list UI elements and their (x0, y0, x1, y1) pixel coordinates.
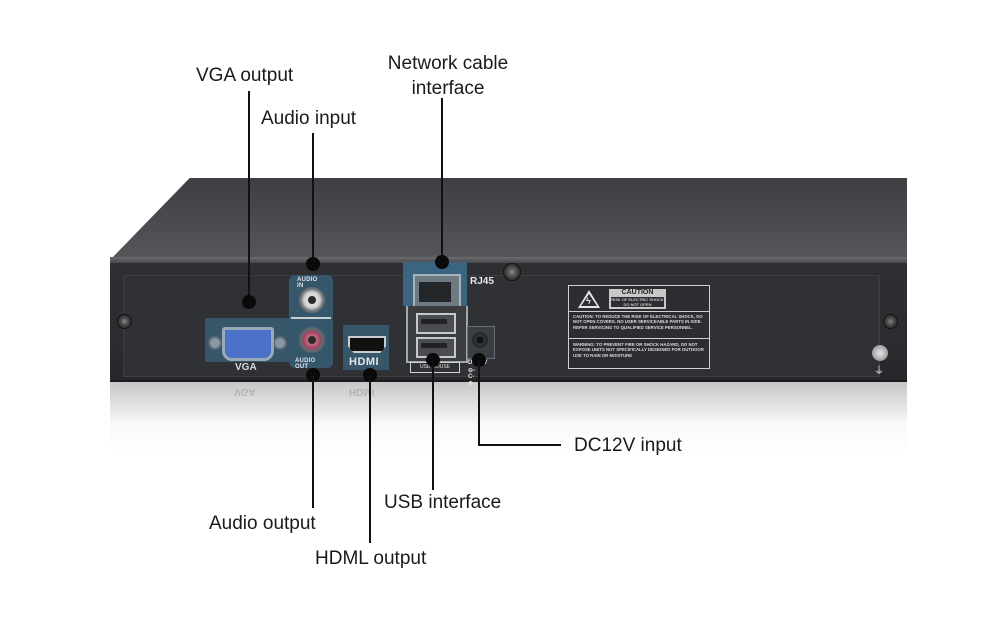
hdmi-connector-icon (348, 336, 386, 353)
audio-input-callout-line (312, 133, 314, 265)
warning-text: WARNING: TO PREVENT FIRE OR SHOCK HAZARD… (573, 342, 704, 358)
audio-in-label: AUDIO IN (297, 277, 318, 289)
vga-reflection: VGA (234, 386, 256, 397)
network-callout-line (441, 98, 443, 263)
hdmi-output-label: HDML output (315, 548, 427, 569)
usb-callout-line (432, 360, 434, 490)
vga-output-label: VGA output (196, 65, 294, 86)
lightning-bolt-icon: ϟ (586, 296, 591, 306)
device-rear-lip (110, 257, 907, 265)
caution-title-block: CAUTION RISK OF ELECTRIC SHOCK DO NOT OP… (609, 289, 666, 309)
audio-input-label: Audio input (261, 108, 357, 129)
caution-subtitle-1: RISK OF ELECTRIC SHOCK (611, 297, 664, 302)
hdmi-port-label: HDMI (349, 356, 380, 368)
audio-in-jack-icon (299, 287, 325, 313)
audio-output-callout-line (312, 375, 314, 508)
caution-title: CAUTION (621, 289, 654, 296)
audio-out-label: AUDIO OUT (295, 358, 316, 370)
caution-text: CAUTION: TO REDUCE THE RISK OF ELECTRICA… (573, 314, 703, 330)
vga-callout-dot (242, 295, 256, 309)
rj45-label: RJ45 (470, 276, 494, 287)
ground-screw-icon (872, 345, 888, 361)
network-cable-label-line2: interface (411, 78, 485, 99)
device-reflection (110, 382, 907, 452)
audio-out-jack-icon (299, 327, 325, 353)
usb-port-icon (416, 313, 456, 334)
usb-interface-label: USB interface (384, 492, 502, 513)
network-callout-dot (435, 255, 449, 269)
audio-output-label: Audio output (209, 513, 316, 534)
dc-callout-line-horizontal (478, 444, 561, 446)
right-screw-icon (883, 314, 898, 329)
vga-connector-icon (222, 327, 274, 361)
vga-port-label: VGA (235, 362, 257, 373)
mount-screw-icon (503, 263, 521, 281)
vga-screw-icon (208, 336, 222, 350)
vga-callout-line (248, 91, 250, 301)
hdmi-callout-line (369, 375, 371, 543)
network-cable-label-line1: Network cable (387, 53, 509, 74)
vga-screw-icon (273, 336, 287, 350)
audio-input-callout-dot (306, 257, 320, 271)
dc-polarity-label: ⊖-C-⊕ (468, 368, 476, 387)
dc-jack-icon (472, 332, 488, 348)
caution-subtitle-2: DO NOT OPEN (611, 302, 664, 307)
dc-callout-line-vertical (478, 360, 480, 445)
caution-sticker: ϟ CAUTION RISK OF ELECTRIC SHOCK DO NOT … (568, 285, 710, 369)
usb-port-icon (416, 337, 456, 358)
audio-separator (291, 317, 331, 319)
device-top-face (110, 178, 907, 260)
rj45-socket (419, 282, 451, 302)
dc12v-input-label: DC12V input (574, 435, 682, 456)
ground-symbol-icon: ⏚ (874, 366, 884, 377)
left-screw-icon (117, 314, 132, 329)
